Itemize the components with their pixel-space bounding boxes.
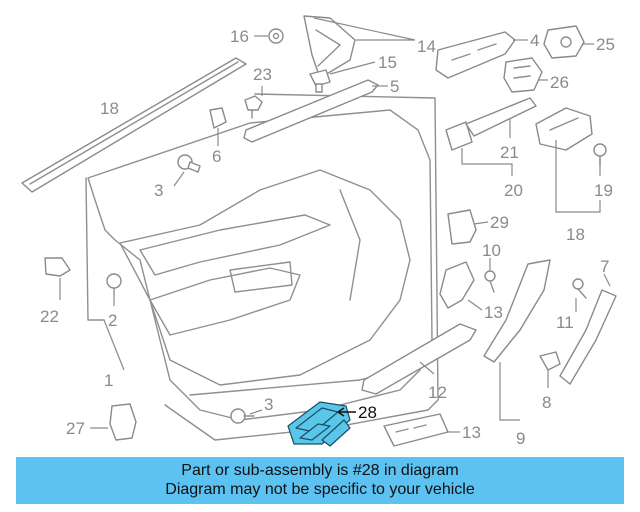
part-9-armrest-bar (483, 259, 551, 363)
callout-20: 19 (594, 181, 613, 200)
part-2-fastener (106, 273, 122, 297)
callout-13: 13 (462, 423, 481, 442)
part-23-clip (44, 257, 71, 277)
part-4-switch-bezel (435, 31, 516, 79)
part-28-highlighted-switch (287, 401, 351, 447)
callout-24: 23 (253, 65, 272, 84)
callout-8: 8 (542, 393, 551, 412)
part-22-bezel (465, 97, 537, 137)
callout-16: 15 (378, 53, 397, 72)
callout-10: 11 (556, 313, 574, 332)
part-14-handle-bezel (439, 261, 475, 309)
part-3-bolt-lower (230, 408, 255, 424)
callout-3-upper: 3 (154, 181, 163, 200)
part-10-screw (572, 278, 587, 299)
part-3-bolt-upper (177, 154, 201, 173)
callout-6: 6 (212, 147, 221, 166)
part-6-bracket (209, 107, 227, 129)
callout-12: 12 (428, 383, 447, 402)
callout-4: 4 (530, 31, 539, 50)
part-12-pull-strip (361, 323, 477, 395)
callout-9: 9 (516, 429, 525, 448)
part-18-moulding-strip (21, 57, 247, 193)
callout-25: 25 (596, 35, 615, 54)
part-24-clip (244, 95, 263, 119)
part-5-upper-trim (243, 79, 379, 143)
banner-line-2: Diagram may not be specific to your vehi… (165, 481, 475, 498)
part-16-pin (309, 69, 331, 93)
part-15-mirror-trim (303, 15, 356, 79)
part-17-clip (268, 28, 284, 44)
banner-line-1: Part or sub-assembly is #28 in diagram (181, 462, 459, 479)
parts-diagram: 16 23 14 15 5 4 25 26 18 6 3 21 20 19 18… (21, 15, 617, 448)
part-11-screw (484, 270, 496, 293)
door-frame-outer (164, 93, 439, 441)
part-19-handle-cover (535, 107, 593, 151)
callout-3-lower: 3 (264, 395, 273, 414)
part-29-switch (447, 209, 477, 245)
callout-7: 7 (600, 257, 609, 276)
callout-11: 10 (482, 241, 501, 260)
callout-1: 1 (104, 371, 113, 390)
callout-17: 16 (230, 27, 249, 46)
callout-23: 22 (40, 307, 59, 326)
part-26-switch-block (503, 57, 543, 93)
part-21-handle (445, 121, 473, 151)
callout-labels: 16 23 14 15 5 4 25 26 18 6 3 21 20 19 18… (40, 27, 615, 448)
part-7-trim-strip (559, 289, 617, 385)
callout-15: 14 (417, 37, 436, 56)
part-25-switch (543, 25, 585, 59)
callout-22: 21 (500, 143, 519, 162)
part-13-switch-panel (383, 413, 449, 447)
callout-2: 2 (108, 311, 117, 330)
door-frame-left (85, 177, 105, 321)
callout-29: 29 (490, 213, 509, 232)
callout-19: 18 (566, 225, 585, 244)
callout-18: 18 (100, 99, 119, 118)
callout-26: 26 (550, 73, 569, 92)
callout-28: 28 (358, 403, 377, 422)
door-trim-panel (87, 109, 433, 421)
part-8-clip (539, 351, 561, 371)
part-27-clip (109, 403, 137, 441)
callout-21: 20 (504, 181, 523, 200)
leader-lines (59, 17, 611, 433)
info-banner: Part or sub-assembly is #28 in diagram D… (16, 457, 624, 504)
callout-5: 5 (390, 77, 399, 96)
callout-14: 13 (484, 303, 503, 322)
callout-27: 27 (66, 419, 85, 438)
